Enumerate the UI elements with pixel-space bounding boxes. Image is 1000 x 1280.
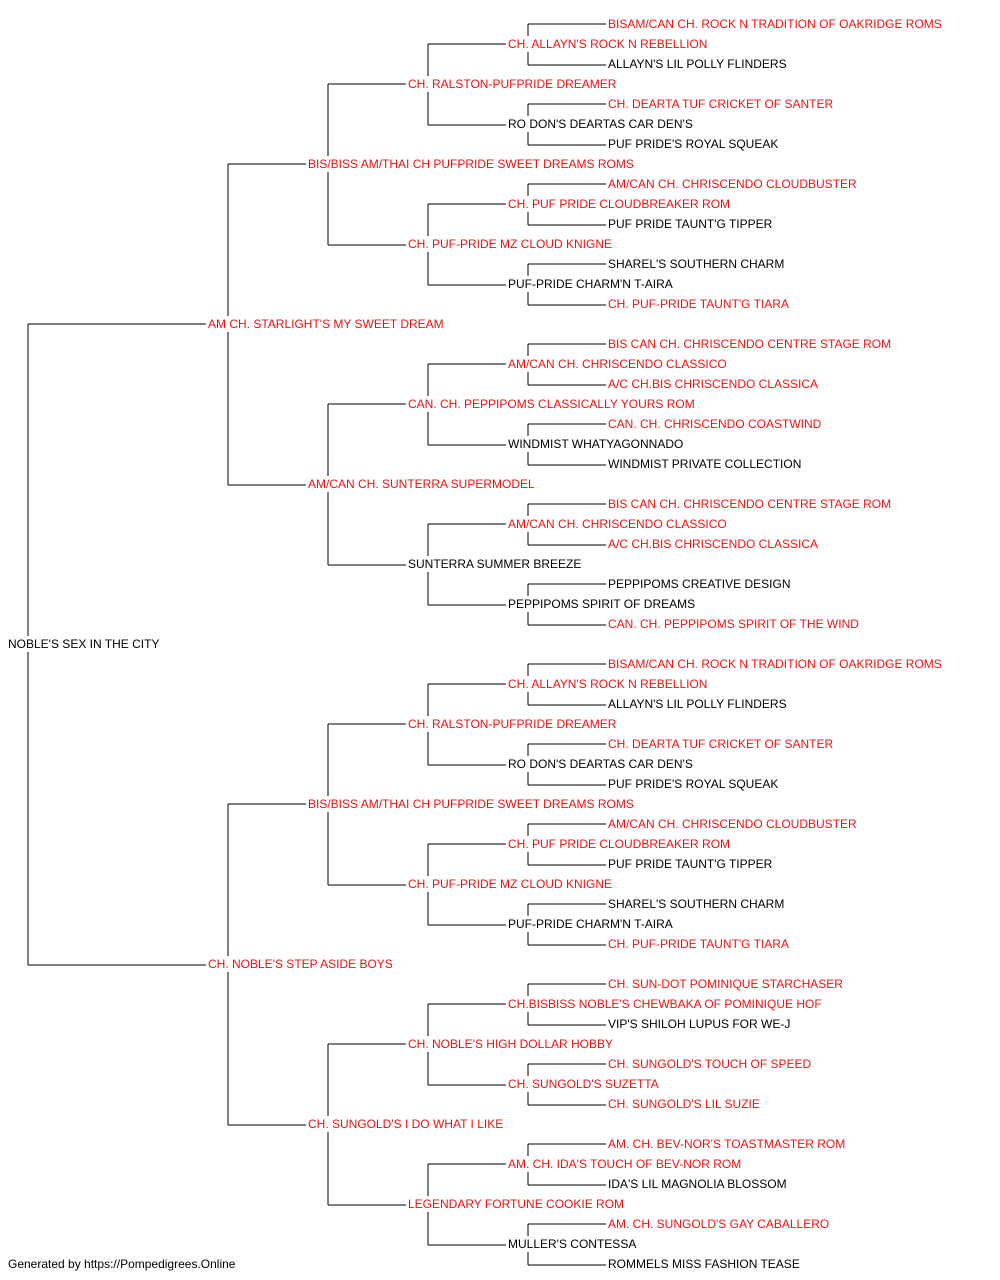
pedigree-dog-name: CAN. CH. PEPPIPOMS SPIRIT OF THE WIND bbox=[608, 617, 859, 631]
pedigree-dog-name: SHAREL'S SOUTHERN CHARM bbox=[608, 257, 785, 271]
pedigree-dog-name: PUF PRIDE'S ROYAL SQUEAK bbox=[608, 777, 779, 791]
pedigree-dog-name: CH. SUNGOLD'S LIL SUZIE bbox=[608, 1097, 760, 1111]
pedigree-dog-name: ALLAYN'S LIL POLLY FLINDERS bbox=[608, 57, 787, 71]
pedigree-dog-name: CH. NOBLE'S HIGH DOLLAR HOBBY bbox=[408, 1037, 614, 1051]
pedigree-dog-name: BISAM/CAN CH. ROCK N TRADITION OF OAKRID… bbox=[608, 17, 942, 31]
pedigree-dog-name: RO DON'S DEARTAS CAR DEN'S bbox=[508, 757, 693, 771]
pedigree-dog-name: CH. PUF-PRIDE TAUNT'G TIARA bbox=[608, 297, 789, 311]
pedigree-dog-name: PUF PRIDE TAUNT'G TIPPER bbox=[608, 217, 773, 231]
pedigree-dog-name: PUF-PRIDE CHARM'N T-AIRA bbox=[508, 277, 673, 291]
pedigree-dog-name: NOBLE'S SEX IN THE CITY bbox=[8, 637, 160, 651]
pedigree-dog-name: CH. PUF-PRIDE MZ CLOUD KNIGNE bbox=[408, 237, 613, 251]
pedigree-dog-name: CH. PUF PRIDE CLOUDBREAKER ROM bbox=[508, 197, 731, 211]
pedigree-dog-name: SUNTERRA SUMMER BREEZE bbox=[408, 557, 582, 571]
pedigree-dog-name: IDA'S LIL MAGNOLIA BLOSSOM bbox=[608, 1177, 787, 1191]
pedigree-dog-name: MULLER'S CONTESSA bbox=[508, 1237, 637, 1251]
pedigree-dog-name: AM. CH. SUNGOLD'S GAY CABALLERO bbox=[608, 1217, 830, 1231]
pedigree-dog-name: ROMMELS MISS FASHION TEASE bbox=[608, 1257, 800, 1271]
pedigree-dog-name: BIS CAN CH. CHRISCENDO CENTRE STAGE ROM bbox=[608, 497, 892, 511]
pedigree-dog-name: CH. ALLAYN'S ROCK N REBELLION bbox=[508, 37, 708, 51]
pedigree-dog-name: PUF-PRIDE CHARM'N T-AIRA bbox=[508, 917, 673, 931]
pedigree-dog-name: CH. ALLAYN'S ROCK N REBELLION bbox=[508, 677, 708, 691]
pedigree-dog-name: CH. RALSTON-PUFPRIDE DREAMER bbox=[408, 77, 617, 91]
pedigree-dog-name: PEPPIPOMS CREATIVE DESIGN bbox=[608, 577, 791, 591]
pedigree-dog-name: CH. DEARTA TUF CRICKET OF SANTER bbox=[608, 737, 834, 751]
pedigree-dog-name: CH.BISBISS NOBLE'S CHEWBAKA OF POMINIQUE… bbox=[508, 997, 822, 1011]
pedigree-dog-name: BIS CAN CH. CHRISCENDO CENTRE STAGE ROM bbox=[608, 337, 892, 351]
pedigree-dog-name: AM/CAN CH. SUNTERRA SUPERMODEL bbox=[308, 477, 535, 491]
pedigree-dog-name: A/C CH.BIS CHRISCENDO CLASSICA bbox=[608, 537, 819, 551]
pedigree-dog-name: PUF PRIDE'S ROYAL SQUEAK bbox=[608, 137, 779, 151]
pedigree-dog-name: WINDMIST WHATYAGONNADO bbox=[508, 437, 684, 451]
pedigree-dog-name: PEPPIPOMS SPIRIT OF DREAMS bbox=[508, 597, 696, 611]
pedigree-dog-name: BIS/BISS AM/THAI CH PUFPRIDE SWEET DREAM… bbox=[308, 797, 634, 811]
pedigree-dog-name: CH. PUF-PRIDE MZ CLOUD KNIGNE bbox=[408, 877, 613, 891]
pedigree-dog-name: A/C CH.BIS CHRISCENDO CLASSICA bbox=[608, 377, 819, 391]
pedigree-dog-name: CH. DEARTA TUF CRICKET OF SANTER bbox=[608, 97, 834, 111]
pedigree-dog-name: AM/CAN CH. CHRISCENDO CLOUDBUSTER bbox=[608, 817, 857, 831]
pedigree-dog-name: PUF PRIDE TAUNT'G TIPPER bbox=[608, 857, 773, 871]
pedigree-dog-name: CH. SUNGOLD'S I DO WHAT I LIKE bbox=[308, 1117, 504, 1131]
generated-by-footer: Generated by https://Pompedigrees.Online bbox=[8, 1257, 236, 1271]
pedigree-dog-name: WINDMIST PRIVATE COLLECTION bbox=[608, 457, 802, 471]
pedigree-dog-name: CH. SUNGOLD'S SUZETTA bbox=[508, 1077, 659, 1091]
pedigree-dog-name: VIP'S SHILOH LUPUS FOR WE-J bbox=[608, 1017, 791, 1031]
pedigree-dog-name: CH. SUN-DOT POMINIQUE STARCHASER bbox=[608, 977, 843, 991]
pedigree-dog-name: CH. RALSTON-PUFPRIDE DREAMER bbox=[408, 717, 617, 731]
pedigree-dog-name: AM/CAN CH. CHRISCENDO CLOUDBUSTER bbox=[608, 177, 857, 191]
pedigree-dog-name: BIS/BISS AM/THAI CH PUFPRIDE SWEET DREAM… bbox=[308, 157, 634, 171]
pedigree-dog-name: AM/CAN CH. CHRISCENDO CLASSICO bbox=[508, 357, 727, 371]
pedigree-dog-name: CAN. CH. PEPPIPOMS CLASSICALLY YOURS ROM bbox=[408, 397, 695, 411]
pedigree-dog-name: AM CH. STARLIGHT'S MY SWEET DREAM bbox=[208, 317, 444, 331]
pedigree-dog-name: AM. CH. IDA'S TOUCH OF BEV-NOR ROM bbox=[508, 1157, 742, 1171]
pedigree-dog-name: SHAREL'S SOUTHERN CHARM bbox=[608, 897, 785, 911]
pedigree-dog-name: CAN. CH. CHRISCENDO COASTWIND bbox=[608, 417, 822, 431]
pedigree-dog-name: CH. NOBLE'S STEP ASIDE BOYS bbox=[208, 957, 393, 971]
pedigree-dog-name: AM. CH. BEV-NOR'S TOASTMASTER ROM bbox=[608, 1137, 846, 1151]
pedigree-dog-name: ALLAYN'S LIL POLLY FLINDERS bbox=[608, 697, 787, 711]
pedigree-dog-name: CH. PUF PRIDE CLOUDBREAKER ROM bbox=[508, 837, 731, 851]
pedigree-dog-name: LEGENDARY FORTUNE COOKIE ROM bbox=[408, 1197, 625, 1211]
pedigree-dog-name: BISAM/CAN CH. ROCK N TRADITION OF OAKRID… bbox=[608, 657, 942, 671]
pedigree-dog-name: AM/CAN CH. CHRISCENDO CLASSICO bbox=[508, 517, 727, 531]
pedigree-dog-name: CH. PUF-PRIDE TAUNT'G TIARA bbox=[608, 937, 789, 951]
pedigree-dog-name: RO DON'S DEARTAS CAR DEN'S bbox=[508, 117, 693, 131]
pedigree-dog-name: CH. SUNGOLD'S TOUCH OF SPEED bbox=[608, 1057, 812, 1071]
